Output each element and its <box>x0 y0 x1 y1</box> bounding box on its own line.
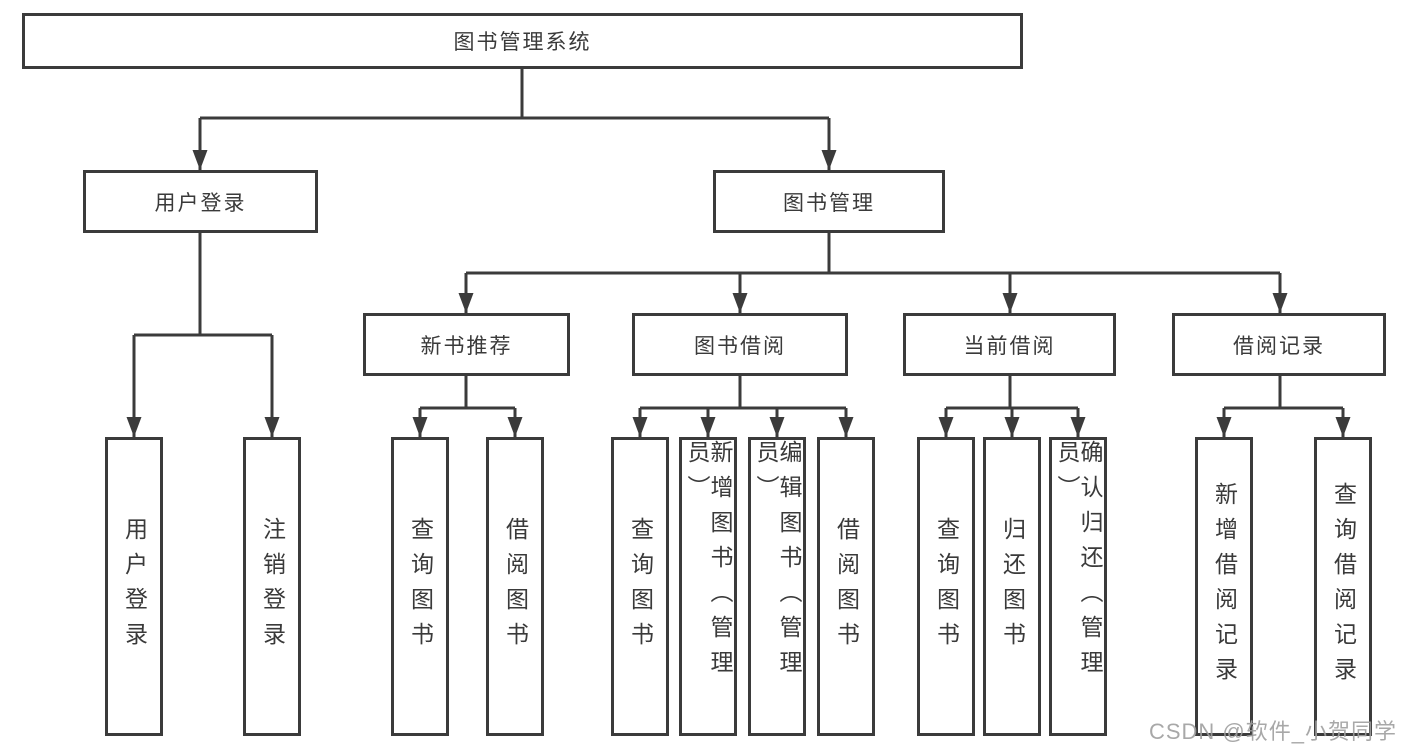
leaf-add-books-admin: 新增图书（管理员） <box>679 437 737 736</box>
leaf-add-borrow-record: 新增借阅记录 <box>1195 437 1253 736</box>
leaf-return-books: 归还图书 <box>983 437 1041 736</box>
node-new-book-recommend: 新书推荐 <box>363 313 570 376</box>
leaf-edit-books-admin: 编辑图书（管理员） <box>748 437 806 736</box>
leaf-label: 借阅图书 <box>833 516 860 657</box>
leaf-label: 用户登录 <box>121 516 148 657</box>
leaf-label: 新增借阅记录 <box>1211 481 1238 692</box>
leaf-borrow-books-borrowing: 借阅图书 <box>817 437 875 736</box>
node-book-management: 图书管理 <box>713 170 945 233</box>
node-user-login: 用户登录 <box>83 170 318 233</box>
leaf-label: 查询图书 <box>627 516 654 657</box>
leaf-label: 新增图书（管理员） <box>684 440 733 685</box>
leaf-label: 编辑图书（管理员） <box>753 440 802 685</box>
node-borrowing-records: 借阅记录 <box>1172 313 1386 376</box>
leaf-query-books-recommend: 查询图书 <box>391 437 449 736</box>
leaf-query-books-current: 查询图书 <box>917 437 975 736</box>
node-book-borrowing: 图书借阅 <box>632 313 848 376</box>
leaf-query-books-borrowing: 查询图书 <box>611 437 669 736</box>
leaf-label: 查询借阅记录 <box>1330 481 1357 692</box>
leaf-label: 借阅图书 <box>502 516 529 657</box>
leaf-label: 归还图书 <box>999 516 1026 657</box>
leaf-label: 确认归还（管理员） <box>1054 440 1103 685</box>
node-root: 图书管理系统 <box>22 13 1023 69</box>
leaf-borrow-books-recommend: 借阅图书 <box>486 437 544 736</box>
leaf-label: 注销登录 <box>259 516 286 657</box>
leaf-confirm-return-admin: 确认归还（管理员） <box>1049 437 1107 736</box>
leaf-user-login: 用户登录 <box>105 437 163 736</box>
leaf-logout: 注销登录 <box>243 437 301 736</box>
leaf-query-borrow-record: 查询借阅记录 <box>1314 437 1372 736</box>
leaf-label: 查询图书 <box>933 516 960 657</box>
leaf-label: 查询图书 <box>407 516 434 657</box>
csdn-watermark: CSDN @软件_小贺同学 <box>1148 719 1397 744</box>
node-current-borrowing: 当前借阅 <box>903 313 1116 376</box>
